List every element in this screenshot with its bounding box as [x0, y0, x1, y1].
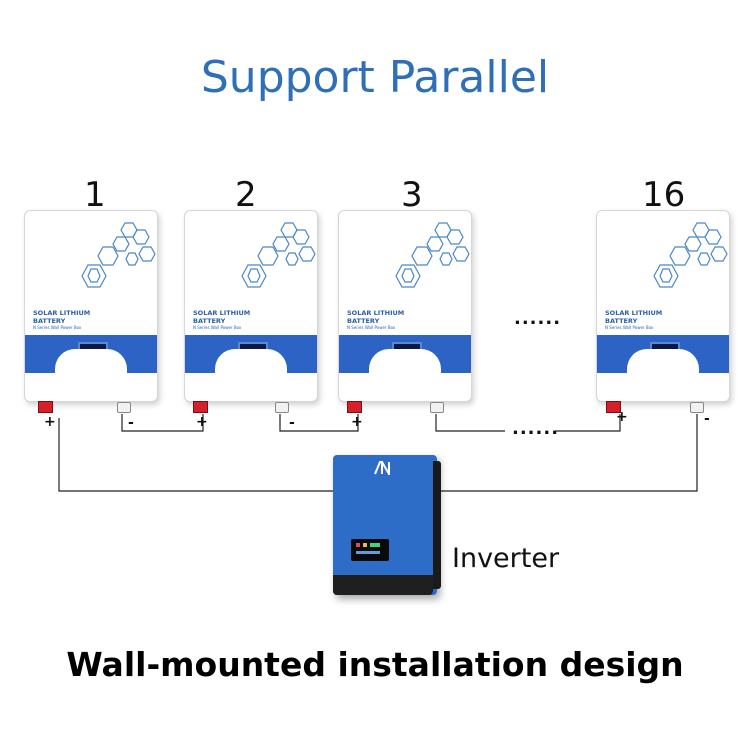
link-wire-2-3: [279, 414, 359, 432]
inverter-side-panel: [433, 461, 441, 589]
inverter-label: Inverter: [452, 543, 560, 574]
hexagon-pattern-icon: [241, 222, 316, 288]
battery-sublabel: N Series Wall Power Box: [33, 325, 82, 330]
battery-label: SOLAR LITHIUM BATTERY: [193, 309, 251, 325]
inverter-display: [351, 539, 389, 561]
bottom-caption: Wall-mounted installation design: [66, 645, 684, 684]
battery-label: SOLAR LITHIUM BATTERY: [347, 309, 405, 325]
battery-sublabel: N Series Wall Power Box: [193, 325, 242, 330]
ellipsis-wiring: ......: [512, 418, 560, 439]
positive-terminal-16: [606, 401, 621, 413]
hexagon-pattern-icon: [81, 222, 156, 288]
hexagon-pattern-icon: [395, 222, 470, 288]
positive-terminal-1: [38, 401, 53, 413]
positive-terminal-2: [193, 401, 208, 413]
negative-terminal-1: [117, 402, 131, 413]
minus-sign: -: [704, 411, 710, 427]
minus-sign: -: [128, 415, 134, 431]
battery-label: SOLAR LITHIUM BATTERY: [33, 309, 91, 325]
page-title: Support Parallel: [200, 52, 550, 103]
battery-sublabel: N Series Wall Power Box: [347, 325, 396, 330]
battery-number-2: 2: [235, 175, 257, 215]
battery-unit-2: SOLAR LITHIUM BATTERY N Series Wall Powe…: [184, 210, 318, 402]
plus-sign: +: [616, 409, 628, 425]
positive-terminal-3: [347, 401, 362, 413]
minus-sign: -: [289, 415, 295, 431]
battery-sublabel: N Series Wall Power Box: [605, 325, 654, 330]
hexagon-pattern-icon: [653, 222, 728, 288]
link-wire-3-out: [435, 414, 505, 432]
battery-unit-1: SOLAR LITHIUM BATTERY N Series Wall Powe…: [24, 210, 158, 402]
inverter-base: [333, 575, 433, 595]
plus-sign: +: [44, 414, 56, 430]
negative-wire: [437, 414, 698, 492]
negative-terminal-16: [690, 402, 704, 413]
plus-sign: +: [351, 414, 363, 430]
positive-wire: [58, 418, 333, 492]
plus-sign: +: [196, 414, 208, 430]
battery-number-3: 3: [401, 175, 423, 215]
battery-number-16: 16: [642, 175, 686, 215]
battery-number-1: 1: [84, 175, 106, 215]
negative-terminal-2: [275, 402, 289, 413]
inverter-unit: [333, 455, 441, 595]
battery-label: SOLAR LITHIUM BATTERY: [605, 309, 663, 325]
battery-unit-16: SOLAR LITHIUM BATTERY N Series Wall Powe…: [596, 210, 730, 402]
ellipsis-batteries: ......: [514, 308, 562, 329]
battery-unit-3: SOLAR LITHIUM BATTERY N Series Wall Powe…: [338, 210, 472, 402]
negative-terminal-3: [430, 402, 444, 413]
brand-logo-icon: [374, 461, 390, 478]
link-wire-1-2: [121, 414, 204, 432]
link-wire-16-in: [555, 414, 621, 432]
